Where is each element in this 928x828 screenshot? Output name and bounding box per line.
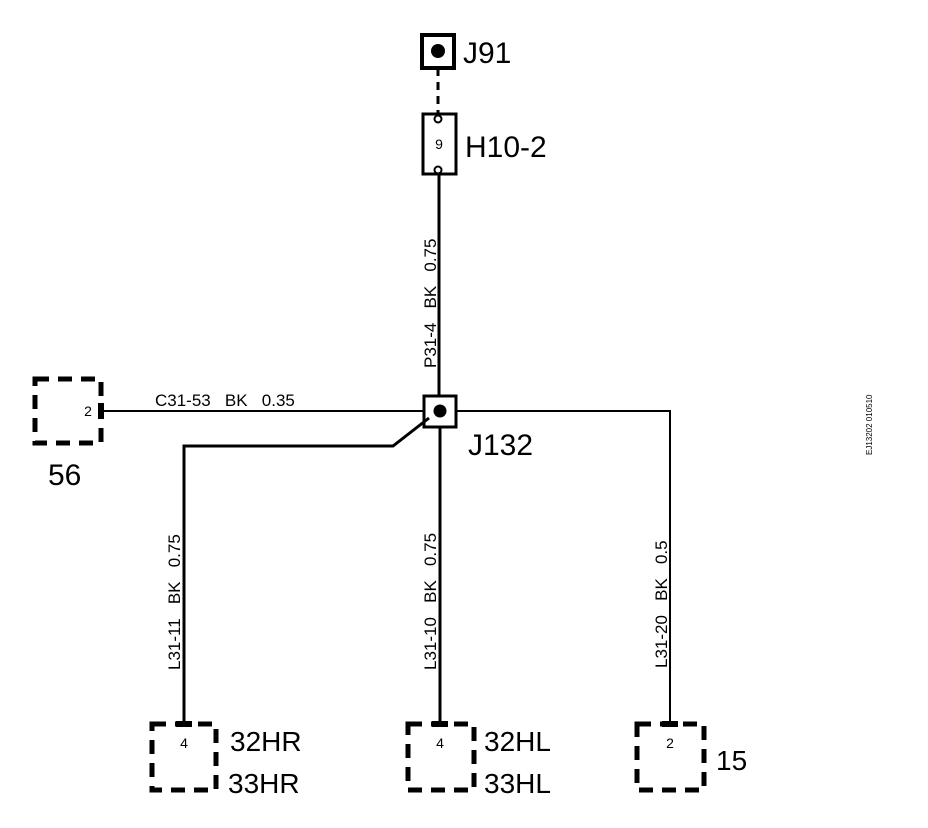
wire-l31-20-label: L31-20 BK 0.5 [652, 540, 671, 668]
component-32hr-label: 32HR [230, 726, 302, 757]
h10-2-pin-label: 9 [435, 136, 443, 152]
j132-splice [422, 394, 458, 429]
h10-2-connector [421, 112, 458, 176]
component-15-pin: 2 [666, 735, 674, 751]
component-32hl-label: 32HL [484, 726, 551, 757]
wire-l31-20 [456, 410, 671, 724]
wire-l31-11-label: L31-11 BK 0.75 [165, 534, 184, 670]
component-56-pin: 2 [84, 403, 92, 419]
component-56 [32, 376, 104, 446]
side-reference-code: EJ13202 010510 [865, 394, 874, 455]
component-56-label: 56 [48, 459, 81, 492]
component-32hl [405, 721, 477, 793]
component-32hr-pin: 4 [180, 735, 188, 751]
wire-l31-11 [182, 416, 430, 724]
component-33hr-label: 33HR [228, 768, 300, 799]
wire-p31-4-label: P31-4 BK 0.75 [421, 239, 440, 368]
j132-label: J132 [468, 429, 533, 462]
j91-label: J91 [463, 37, 511, 70]
wire-c31-53-label: C31-53 BK 0.35 [155, 391, 295, 410]
component-32hl-pin: 4 [436, 735, 444, 751]
h10-2-label: H10-2 [465, 131, 547, 164]
component-15 [634, 721, 707, 793]
component-33hl-label: 33HL [484, 768, 551, 799]
wire-l31-10-label: L31-10 BK 0.75 [421, 533, 440, 670]
j91-ground-point [420, 33, 456, 70]
component-32hr [149, 721, 219, 793]
component-15-label: 15 [716, 745, 747, 776]
